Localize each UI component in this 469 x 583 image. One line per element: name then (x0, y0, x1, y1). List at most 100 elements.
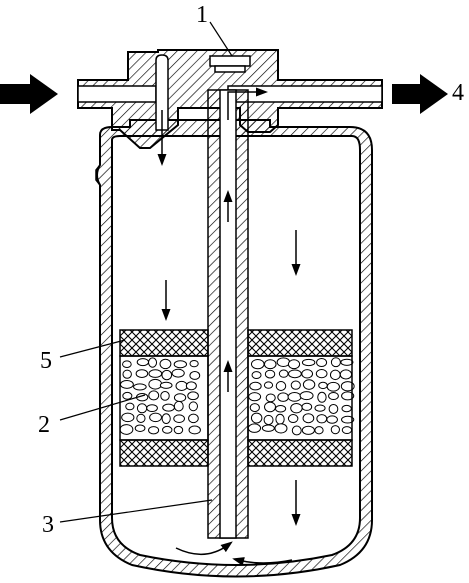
wall-notch (95, 164, 101, 186)
desiccant-pebble (301, 425, 315, 435)
desiccant-pebble (188, 413, 199, 424)
desiccant-pebble (161, 369, 173, 381)
filter-screen-bottom-right (247, 439, 353, 467)
inlet-drop (155, 54, 169, 131)
desiccant-pebble (339, 369, 353, 380)
desiccant-pebble (162, 403, 175, 412)
desiccant-pebble (148, 426, 160, 435)
desiccant-pebble (136, 358, 150, 367)
desiccant-pebble (341, 415, 355, 424)
outlet-arrow-icon (392, 74, 448, 114)
desiccant-pebble (287, 369, 302, 379)
desiccant-pebble (122, 391, 133, 400)
desiccant-pebble (317, 391, 327, 403)
desiccant-pebble (326, 381, 340, 392)
desiccant-pebble (318, 381, 328, 390)
desiccant-pebble (173, 360, 188, 369)
desiccant-pebble (287, 359, 301, 370)
desiccant-pebble (160, 390, 170, 401)
desiccant-pebble (249, 381, 262, 391)
leader-5 (59, 339, 126, 358)
label-desiccant: 2 (38, 412, 50, 438)
desiccant-pebble (251, 371, 262, 380)
desiccant-pebble (315, 369, 328, 379)
desiccant-pebble (301, 369, 314, 379)
flow-arrow-tube-outlet (227, 87, 268, 120)
desiccant-pebble (275, 381, 287, 391)
desiccant-pebble (275, 413, 285, 425)
desiccant-pebble (299, 391, 314, 401)
desiccant-pebble (301, 358, 316, 367)
desiccant-pebble (149, 412, 163, 423)
desiccant-pebble (314, 426, 324, 435)
desiccant-bed-right (247, 357, 355, 436)
desiccant-pebble (264, 369, 276, 379)
desiccant-pebble (265, 393, 276, 403)
desiccant-pebble (122, 360, 132, 369)
desiccant-pebble (148, 378, 163, 390)
desiccant-pebble (314, 404, 326, 412)
desiccant-pebble (250, 359, 265, 370)
desiccant-bed-left (119, 357, 201, 435)
label-pickup-tube: 3 (42, 512, 54, 538)
desiccant-pebble (173, 425, 184, 435)
desiccant-pebble (287, 414, 299, 424)
desiccant-pebble (263, 381, 274, 389)
desiccant-pebble (328, 403, 339, 414)
filter-screen-bottom (119, 439, 209, 467)
desiccant-pebble (263, 414, 274, 426)
desiccant-pebble (188, 425, 201, 435)
desiccant-pebble (187, 391, 199, 401)
desiccant-pebble (134, 424, 146, 432)
desiccant-pebble (148, 369, 163, 378)
inlet-channel (77, 85, 157, 103)
label-filter-screen: 5 (40, 348, 52, 374)
desiccant-pebble (159, 358, 172, 370)
desiccant-pebble (340, 358, 354, 366)
desiccant-pebble (119, 424, 134, 435)
desiccant-pebble (316, 357, 328, 368)
desiccant-pebble (261, 424, 275, 432)
desiccant-pebble (148, 357, 158, 368)
desiccant-pebble (121, 412, 135, 423)
desiccant-pebble (159, 381, 173, 389)
desiccant-pebble (173, 400, 184, 412)
desiccant-pebble (301, 402, 313, 411)
desiccant-pebble (249, 403, 260, 413)
desiccant-pebble (173, 414, 185, 423)
desiccant-pebble (341, 404, 352, 413)
inlet-arrow-icon (0, 74, 58, 114)
desiccant-pebble (291, 425, 302, 436)
flow-arrow-bottom-swirl (175, 541, 233, 555)
desiccant-pebble (135, 369, 149, 378)
leader-2 (59, 394, 146, 421)
desiccant-pebble (171, 368, 185, 378)
desiccant-pebble (329, 369, 341, 381)
filter-screen-top-right (247, 329, 353, 357)
desiccant-pebble (341, 391, 355, 401)
leader-3 (59, 499, 213, 523)
desiccant-pebble (175, 380, 188, 391)
desiccant-pebble (302, 379, 316, 390)
desiccant-pebble (119, 380, 134, 389)
desiccant-pebble (161, 413, 171, 425)
desiccant-pebble (148, 390, 160, 401)
desiccant-pebble (302, 413, 315, 424)
desiccant-pebble (185, 381, 197, 391)
outlet-channel (227, 85, 383, 103)
desiccant-pebble (290, 380, 301, 390)
desiccant-pebble (316, 414, 328, 424)
desiccant-pebble (276, 357, 291, 368)
desiccant-pebble (330, 425, 340, 435)
desiccant-pebble (189, 359, 199, 368)
desiccant-pebble (125, 402, 135, 411)
pickup-tube-bore (219, 89, 237, 539)
label-outlet-valve: 1 (196, 2, 208, 28)
desiccant-pebble (263, 359, 277, 370)
desiccant-pebble (248, 392, 262, 402)
desiccant-pebble (188, 401, 198, 412)
desiccant-pebble (136, 413, 146, 423)
desiccant-right-frame (247, 355, 353, 441)
desiccant-pebble (189, 371, 201, 380)
